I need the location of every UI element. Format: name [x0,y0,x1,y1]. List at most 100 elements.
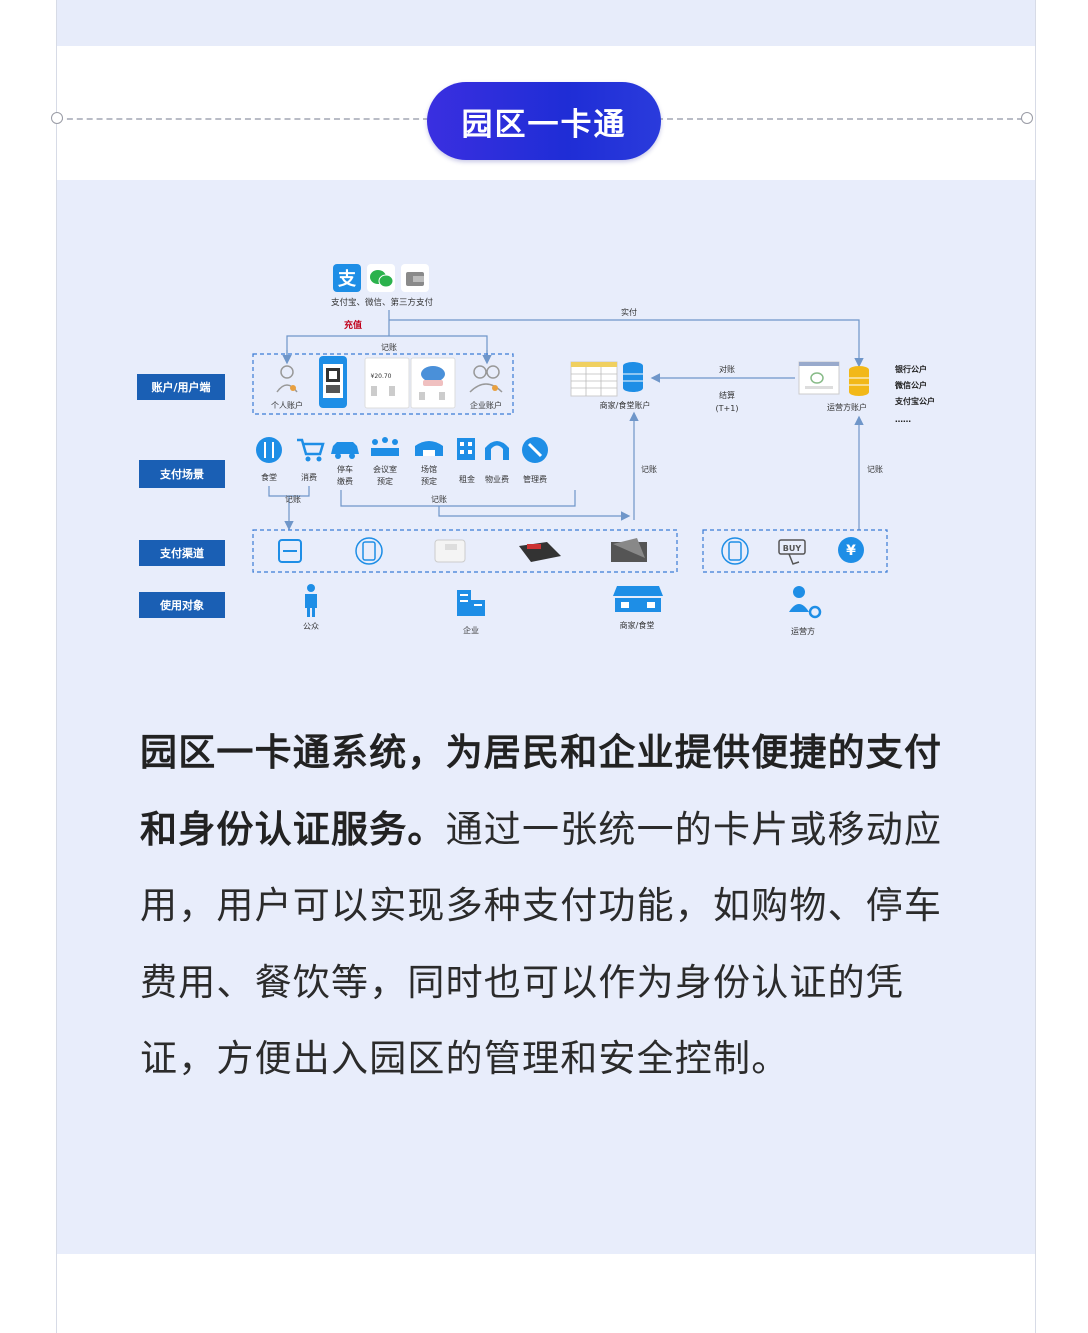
svg-text:会议室: 会议室 [373,464,397,474]
personal-account-label: 个人账户 [271,400,303,410]
enterprise-users-icon [469,365,503,393]
top-band [57,0,1035,46]
flow-line [286,335,488,360]
svg-text:支: 支 [337,268,357,290]
svg-text:企业: 企业 [463,625,479,635]
payment-methods-label: 支付宝、微信、第三方支付 [331,297,434,308]
svg-text:支付宝公户: 支付宝公户 [894,396,935,406]
svg-text:物业费: 物业费 [485,474,509,484]
svg-text:支付场景: 支付场景 [159,467,204,481]
svg-text:使用对象: 使用对象 [159,598,204,612]
dashed-divider-left [57,118,429,120]
wrench-icon [522,437,548,463]
svg-text:银行公户: 银行公户 [894,364,927,374]
canteen-icon [256,437,282,463]
operator-admin-icon [789,586,822,619]
campus-card-diagram: 支 支付宝、微信、第三方支付 充值 记 [137,264,935,636]
row-label-scene [139,460,225,488]
svg-text:缴费: 缴费 [337,476,353,486]
svg-text:消费: 消费 [301,472,317,482]
content-area: 支 支付宝、微信、第三方支付 充值 记 [57,180,1035,1254]
description-paragraph: 园区一卡通系统，为居民和企业提供便捷的支付和身份认证服务。通过一张统一的卡片或移… [140,715,946,1098]
svg-text:(T+1): (T+1) [716,404,739,413]
svg-text:食堂: 食堂 [261,472,277,482]
nfc-pay-icon [721,537,749,565]
office-building-icon [457,590,485,616]
svg-text:商家/食堂: 商家/食堂 [620,620,655,630]
shifu-flow-line [389,319,864,368]
building-icon [457,438,475,460]
shifu-label: 实付 [621,307,637,317]
row-label-channel [139,540,225,566]
svg-text:记账: 记账 [867,465,883,474]
cart-icon [297,438,325,462]
description-bold: 园区一卡通系统，为居民和企业提供便捷的支付和身份认证服务。 [140,731,943,851]
svg-text:运营方: 运营方 [791,626,815,636]
svg-text:记账: 记账 [641,465,657,474]
row-label-account [137,374,225,400]
svg-text:¥20.70: ¥20.70 [371,373,392,380]
svg-text:BUY: BUY [783,544,802,553]
channel-box-right [702,529,888,573]
shop-icon [613,586,663,612]
svg-text:微信公户: 微信公户 [894,380,927,390]
title-pill: 园区一卡通 [427,82,661,160]
wallet-icon [401,264,429,292]
flow-line [438,506,631,521]
wechat-icon [367,264,395,292]
buy-icon: BUY [778,539,806,565]
svg-text:管理费: 管理费 [523,474,547,484]
operator-screen-icon [798,361,840,395]
svg-text:对账: 对账 [719,364,735,374]
alipay-icon: 支 [333,264,361,292]
person-icon [305,584,317,617]
svg-text:租金: 租金 [459,474,475,484]
card-reader-icon [410,357,456,409]
phone-qr-icon [319,356,347,408]
description-normal: 通过一张统一的卡片或移动应用，用户可以实现多种支付功能，如购物、停车费用、餐饮等… [140,807,943,1081]
svg-text:公众: 公众 [303,622,319,631]
svg-text:账户/用户端: 账户/用户端 [151,380,210,394]
pos-screen-icon [611,538,647,562]
svg-text:场馆: 场馆 [421,464,437,474]
meeting-icon [371,437,399,456]
pos-machine-icon [519,542,561,562]
svg-text:停车: 停车 [337,464,353,474]
enterprise-account-label: 企业账户 [470,400,502,410]
card-terminal-icon [434,539,466,563]
channel-box-left [252,529,678,573]
merchant-spreadsheet-icon [570,361,618,397]
divider-end-dot-left [51,112,63,124]
operator-account-label: 运营方账户 [827,402,867,412]
svg-text:预定: 预定 [421,476,437,486]
bottom-blank [57,1254,1035,1333]
svg-text:……: …… [895,415,911,424]
yen-icon: ¥ [838,537,864,563]
app-screen-icon: ¥20.70 [364,357,410,409]
svg-text:¥: ¥ [846,543,856,559]
jizhang-label-top: 记账 [381,343,397,352]
section-title: 园区一卡通 [461,106,627,143]
flow-line [340,490,576,507]
merchant-database-icon [623,362,643,392]
article-card: 园区一卡通 支 [51,0,1036,1333]
svg-text:记账: 记账 [285,495,301,504]
recharge-label: 充值 [344,319,362,331]
svg-text:支付渠道: 支付渠道 [159,546,204,560]
dashed-divider-right [657,118,1023,120]
magnet-icon [485,441,509,460]
venue-icon [415,441,443,456]
svg-text:记账: 记账 [431,495,447,504]
mobile-pay-icon [355,537,383,565]
svg-text:结算: 结算 [719,390,735,400]
account-box [252,353,514,415]
merchant-account-label: 商家/食堂账户 [600,400,651,410]
row-label-target [139,592,225,618]
scan-icon [278,539,302,563]
personal-user-icon [276,365,298,393]
title-row: 园区一卡通 [51,46,1035,180]
svg-text:预定: 预定 [377,476,393,486]
car-icon [331,442,359,459]
divider-end-dot-right [1021,112,1033,124]
